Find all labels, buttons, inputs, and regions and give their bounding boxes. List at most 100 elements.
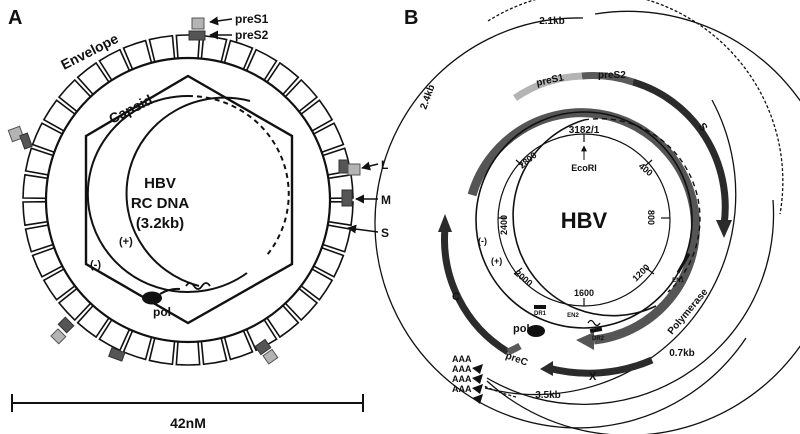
minus-label: (-) (478, 236, 487, 246)
tick-label-400: 400 (637, 161, 655, 178)
transcript-2-1kb (486, 10, 800, 434)
core-orf-arrowhead (438, 214, 452, 232)
minus-strand-label: (-) (90, 259, 101, 271)
plus-strand-label: (+) (119, 236, 133, 248)
l-arrow (361, 161, 379, 171)
s-orf-arrowhead (716, 220, 732, 238)
tick-400 (644, 159, 653, 167)
aaa-label-2: AAA (452, 364, 472, 374)
envelope-segment (22, 200, 49, 227)
capsid-label: Capsid (106, 91, 155, 126)
transcript-0-7kb (486, 199, 775, 406)
tick-label-800: 800 (646, 210, 656, 225)
tick-1200 (645, 267, 655, 275)
aaa-arrow-4 (472, 394, 483, 404)
pol-label: pol (153, 305, 171, 319)
pres1-orf (513, 72, 583, 101)
m-protein (341, 189, 353, 207)
aaa-arrow-3 (472, 384, 483, 394)
transcript-label-2-4kb: 2.4kb (418, 83, 437, 111)
x-orf-label: X (589, 371, 597, 383)
transcript-3-5kb-dashed (483, 385, 517, 398)
pres1-domain-top (191, 17, 205, 30)
transcript-2-1kb-dashed (487, 0, 784, 215)
capsid-hexagon (84, 74, 294, 325)
panel-b: B AAA AAA AAA AAA 2.1kb 2.4kb 0.7kb 3.5k… (374, 0, 800, 434)
tick-2800 (515, 159, 524, 167)
plus-strand-dashed (187, 94, 290, 256)
transcript-label-2-1kb: 2.1kb (539, 16, 565, 27)
s-label: S (381, 226, 389, 240)
bottom-m-protein (108, 347, 126, 362)
tick-label-1600: 1600 (574, 288, 594, 298)
tick-2000 (513, 267, 523, 275)
tick-label-2000: 2000 (513, 268, 535, 289)
aaa-label-4: AAA (452, 384, 472, 394)
s-arrow (347, 224, 379, 234)
bottom-right-pres1 (262, 348, 279, 365)
aaa-arrow-2 (472, 374, 483, 384)
plus-strand-dna (125, 96, 251, 287)
precore-orf (506, 342, 522, 356)
tick-label-1200: 1200 (630, 262, 651, 283)
b-pol-label: pol (513, 323, 530, 335)
bottom-left-pres1 (50, 328, 67, 345)
en2-label: EN2 (567, 313, 579, 319)
pres2-orf (581, 72, 635, 86)
b-pol-blob (527, 325, 545, 337)
genome-minus-strand (475, 111, 693, 329)
genome-plus-strand-gap (583, 118, 701, 293)
tick-label-2400: 2400 (499, 215, 509, 235)
en1-label: EN1 (672, 278, 684, 284)
precore-orf-label: preC (504, 350, 529, 368)
plus-label: (+) (491, 256, 502, 266)
pres1-label: preS1 (235, 12, 269, 26)
polymerase-orf-arrowhead (576, 332, 594, 350)
dr2-box (589, 326, 603, 334)
aaa-label-1: AAA (452, 354, 472, 364)
aaa-arrow-1 (472, 364, 483, 374)
dna-squiggle (185, 282, 211, 290)
pres1-arrow (209, 16, 233, 26)
envelope-segment (175, 340, 201, 366)
hbv-title: HBV (144, 175, 176, 192)
s-orf (632, 78, 729, 226)
dr1-label: DR1 (534, 311, 547, 317)
envelope-segment (22, 173, 49, 200)
rc-dna-size: (3.2kb) (136, 215, 184, 232)
x-orf-arrowhead (540, 361, 553, 376)
hbv-center-label: HBV (561, 208, 608, 233)
pres2-domain-top (188, 30, 206, 41)
l-protein-left-pres1 (7, 125, 25, 143)
rc-dna-title: RC DNA (131, 195, 189, 212)
bottom-left-pres2 (57, 316, 75, 334)
dr1-box (534, 305, 546, 309)
m-label: M (381, 193, 391, 207)
en1-box (676, 252, 691, 274)
transcript-label-3-5kb: 3.5kb (535, 390, 561, 401)
pol-link (159, 287, 181, 295)
minus-strand-dna (86, 95, 248, 293)
panel-b-letter: B (404, 7, 418, 29)
core-orf-label: C (452, 291, 460, 303)
panel-a-letter: A (8, 7, 22, 29)
pres1-orf-label: preS1 (535, 72, 565, 89)
transcript-2-4kb (374, 17, 747, 429)
pres2-label: preS2 (235, 28, 269, 42)
position-3182-label: 3182/1 (569, 125, 600, 136)
panel-a: A HBV RC DNA (3.2kb) (+) (-) pol Envelop… (7, 7, 391, 431)
bottom-right-pres2 (254, 338, 272, 356)
x-orf (547, 356, 654, 377)
l-protein-left-pres2 (19, 132, 33, 150)
pres2-orf-label: preS2 (598, 70, 626, 81)
b-squiggle (587, 319, 601, 327)
dr2-label: DR2 (592, 336, 605, 342)
scale-label: 42nM (170, 415, 206, 431)
envelope-inner-edge (44, 56, 332, 344)
l-protein-pres1 (347, 163, 361, 176)
core-orf (441, 227, 510, 355)
pol-blob (142, 291, 162, 305)
transcript-label-0-7kb: 0.7kb (669, 348, 695, 359)
l-label: L (381, 158, 388, 172)
